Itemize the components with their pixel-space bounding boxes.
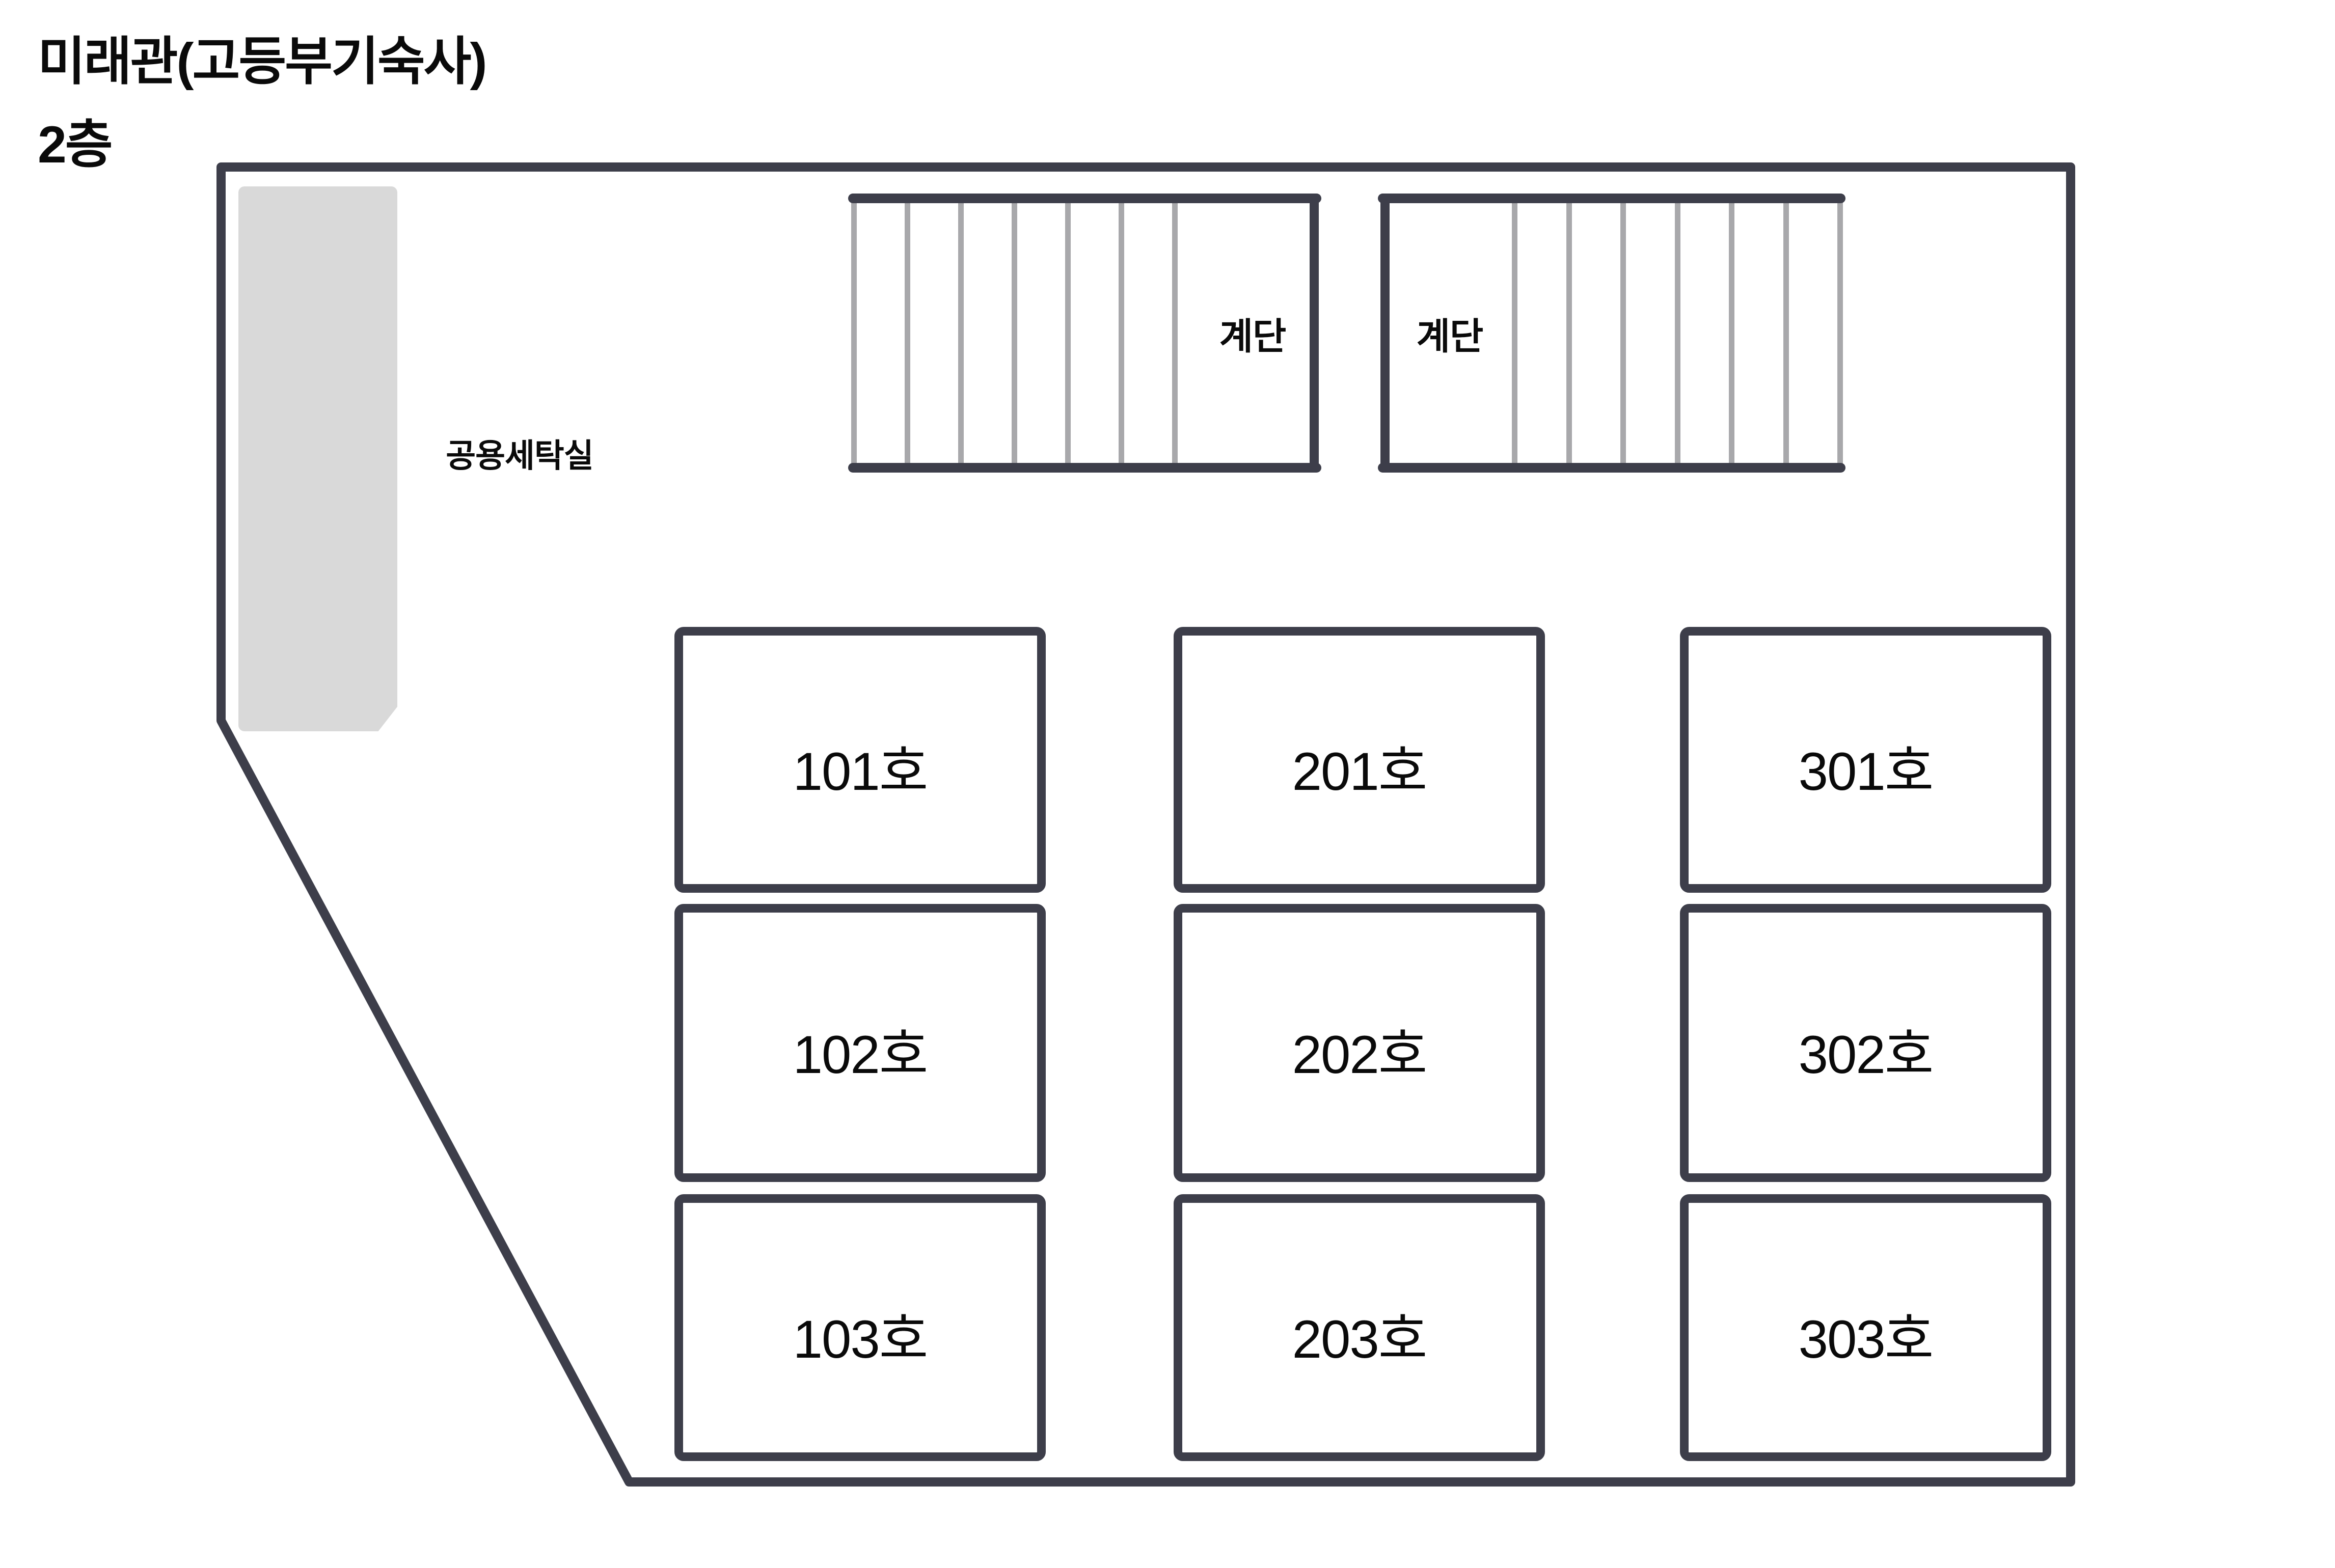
- stair-tread: [1729, 201, 1734, 465]
- stair-tread: [905, 201, 910, 465]
- floor-label: 2층: [38, 116, 113, 174]
- stair-wall-side: [1380, 195, 1390, 471]
- room-303: 303호: [1680, 1194, 2051, 1461]
- room-201: 201호: [1174, 627, 1545, 893]
- room-label: 202호: [1292, 1025, 1428, 1085]
- room-label: 102호: [793, 1025, 929, 1085]
- room-label: 303호: [1798, 1310, 1934, 1369]
- room-label: 103호: [793, 1310, 929, 1369]
- stair-tread: [1620, 201, 1626, 465]
- laundry-area: [238, 186, 397, 731]
- stair-label: 계단: [1416, 316, 1483, 357]
- room-label: 302호: [1798, 1025, 1934, 1085]
- stair-tread: [1674, 201, 1680, 465]
- room-202: 202호: [1174, 904, 1545, 1182]
- stair-tread: [1012, 201, 1017, 465]
- building-wall-path: [216, 162, 2075, 1487]
- stair-tread: [1119, 201, 1124, 465]
- room-label: 201호: [1292, 742, 1428, 802]
- stair-tread: [1065, 201, 1071, 465]
- room-101: 101호: [674, 627, 1046, 893]
- laundry-area-label: 공용세탁실: [446, 437, 593, 474]
- stair-tread: [1172, 201, 1178, 465]
- stair-wall-side: [1310, 195, 1319, 471]
- room-302: 302호: [1680, 904, 2051, 1182]
- stair-tread: [1783, 201, 1789, 465]
- room-label: 101호: [793, 742, 929, 802]
- staircase-left: 계단: [848, 194, 1321, 473]
- staircase-right: 계단: [1378, 194, 1845, 473]
- room-102: 102호: [674, 904, 1046, 1182]
- room-label: 203호: [1292, 1310, 1428, 1369]
- stair-tread: [1512, 201, 1517, 465]
- room-203: 203호: [1174, 1194, 1545, 1461]
- stair-tread: [1566, 201, 1572, 465]
- building-name: 미래관(고등부기숙사): [38, 33, 487, 91]
- stair-tread: [958, 201, 964, 465]
- room-103: 103호: [674, 1194, 1046, 1461]
- stair-tread: [1837, 201, 1843, 465]
- stair-tread: [851, 201, 857, 465]
- stair-wall-top: [848, 194, 1321, 203]
- stair-label: 계단: [1219, 316, 1286, 357]
- room-label: 301호: [1798, 742, 1934, 802]
- stair-wall-bottom: [1378, 463, 1845, 473]
- stair-wall-top: [1378, 194, 1845, 203]
- plan-title: 미래관(고등부기숙사) 2층: [38, 20, 487, 186]
- stair-wall-bottom: [848, 463, 1321, 473]
- room-301: 301호: [1680, 627, 2051, 893]
